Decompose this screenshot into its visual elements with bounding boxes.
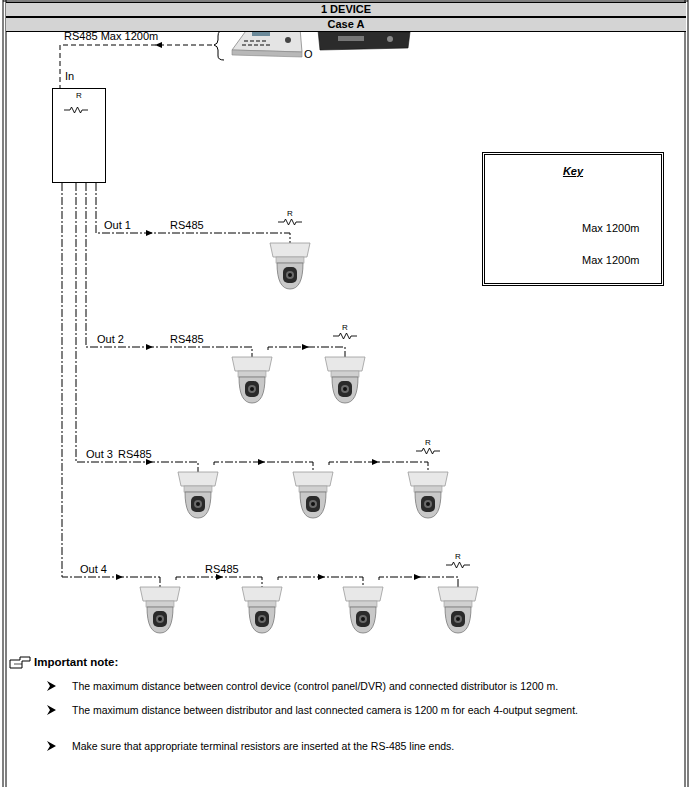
note-heading: Important note: [34,656,118,669]
title-band: 1 DEVICE [6,2,686,17]
or-label: O [304,48,313,61]
bullet-arrows [47,681,56,751]
output-label: Out 4 [80,563,107,576]
control-panel [232,28,302,57]
resistor-label: R [425,438,431,447]
bracket [214,30,224,60]
page-border [3,0,688,787]
note-text: Make sure that appropriate terminal resi… [72,740,672,752]
line-label: RS485 Max 1200m [64,30,158,43]
output-lines [62,183,458,587]
node-text: Case A [328,18,365,30]
note-text: The maximum distance between control dev… [72,680,672,692]
dome-cameras [140,243,478,633]
distributor-box: R [52,88,106,183]
signal-label: RS485 [170,219,204,232]
note-text: The maximum distance between distributor… [72,704,672,716]
key-title: Key [485,165,661,177]
input-line [60,45,212,88]
case-band: Case A [6,17,686,32]
node-text: 1 DEVICE [321,3,371,15]
output-label: Out 2 [97,333,124,346]
output-label: Out 3 [86,448,113,461]
legend-text: Max 1200m [582,254,639,267]
signal-label: RS485 [170,333,204,346]
resistor-label: R [342,323,348,332]
resistor-label: R [287,209,293,218]
resistor-label: R [455,552,461,561]
note-icon [10,657,30,668]
node-text: R [53,91,105,100]
legend-text: Max 1200m [582,222,639,235]
arrowheads [116,230,421,580]
signal-label: RS485 [118,448,152,461]
port-label: In [65,70,74,83]
signal-label: RS485 [205,563,239,576]
output-label: Out 1 [104,219,131,232]
resistor-symbols [278,219,470,568]
